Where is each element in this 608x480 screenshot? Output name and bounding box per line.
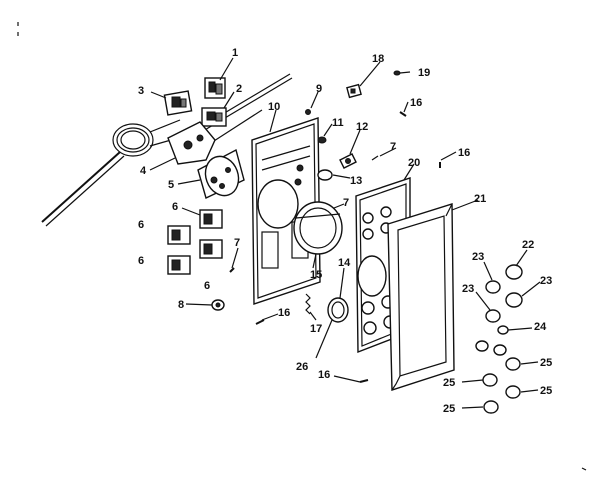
callout-22: 22 xyxy=(522,239,534,251)
callout-1: 1 xyxy=(232,47,238,59)
part-17-spring xyxy=(305,293,311,315)
callout-7-b: 7 xyxy=(343,197,349,209)
callout-14: 14 xyxy=(338,257,351,269)
callout-23-b: 23 xyxy=(540,275,552,287)
callout-15: 15 xyxy=(310,269,322,281)
callout-25-d: 25 xyxy=(443,403,455,415)
callout-11: 11 xyxy=(332,117,344,129)
callout-6-d: 6 xyxy=(204,280,210,292)
part-4-thermostat xyxy=(167,121,216,165)
knobs xyxy=(475,264,523,414)
callout-17: 17 xyxy=(310,323,322,335)
callout-25-b: 25 xyxy=(443,377,455,389)
callout-6-a: 6 xyxy=(172,201,178,213)
callout-23-c: 23 xyxy=(462,283,474,295)
callout-21: 21 xyxy=(474,193,486,205)
callout-labels: 1 2 3 4 5 6 6 6 6 7 7 7 8 9 10 11 12 13 … xyxy=(138,47,552,415)
leader-lines xyxy=(149,57,541,409)
part-6-switches xyxy=(167,209,223,275)
callout-6-b: 6 xyxy=(138,219,144,231)
part-3-switch xyxy=(163,90,193,116)
part-14-cap xyxy=(327,297,349,323)
callout-16-d: 16 xyxy=(318,369,330,381)
callout-20: 20 xyxy=(408,157,420,169)
part-18-clip xyxy=(346,83,362,99)
callout-7-a: 7 xyxy=(234,237,240,249)
callout-26: 26 xyxy=(296,361,308,373)
part-21-frame xyxy=(387,203,455,391)
callout-4: 4 xyxy=(140,165,147,177)
callout-10: 10 xyxy=(268,101,280,113)
callout-12: 12 xyxy=(356,121,368,133)
part-8-nut xyxy=(211,299,225,311)
callout-24: 24 xyxy=(534,321,547,333)
callout-5: 5 xyxy=(168,179,174,191)
part-16-screws xyxy=(229,111,441,383)
callout-23-a: 23 xyxy=(472,251,484,263)
callout-2: 2 xyxy=(236,83,242,95)
callout-6-c: 6 xyxy=(138,255,144,267)
callout-25-c: 25 xyxy=(540,385,552,397)
callout-7-c: 7 xyxy=(390,141,396,153)
part-19-screw xyxy=(393,70,401,76)
part-2-switch xyxy=(201,107,227,127)
part-10-backplate xyxy=(251,117,321,305)
callout-18: 18 xyxy=(372,53,384,65)
parts-small-hardware xyxy=(305,109,379,181)
callout-9: 9 xyxy=(316,83,322,95)
callout-13: 13 xyxy=(350,175,362,187)
callout-16-c: 16 xyxy=(278,307,290,319)
callout-16-a: 16 xyxy=(410,97,422,109)
callout-3: 3 xyxy=(138,85,144,97)
part-1-switch xyxy=(204,77,226,99)
part-7-ring xyxy=(293,201,343,255)
thermostat-capillary-bulb xyxy=(41,119,181,227)
callout-19: 19 xyxy=(418,67,430,79)
callout-25-a: 25 xyxy=(540,357,552,369)
part-5-timer xyxy=(197,148,245,199)
callout-8: 8 xyxy=(178,299,184,311)
callout-16-b: 16 xyxy=(458,147,470,159)
